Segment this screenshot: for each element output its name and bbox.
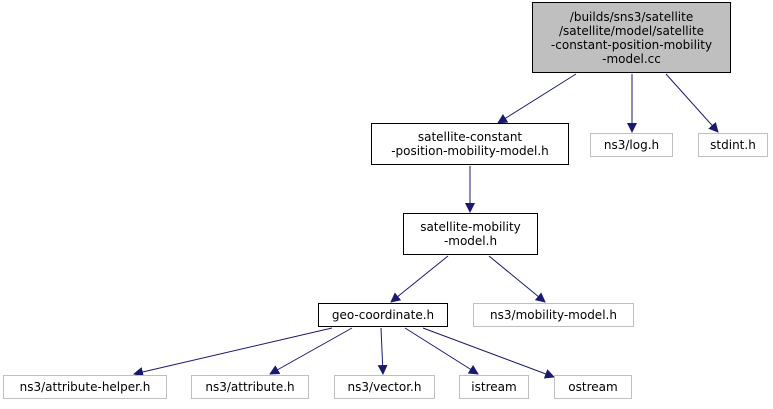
edge-geo-to-istream	[404, 327, 479, 375]
node-label-line: geo-coordinate.h	[331, 308, 435, 322]
node-label-line: -constant-position-mobility	[550, 37, 713, 52]
edge-root-to-stdint	[665, 73, 719, 133]
node-label-line: -model.h	[443, 234, 498, 248]
node-ns3-mobility-model-header: ns3/mobility-model.h	[473, 303, 634, 327]
node-geo-coordinate-header[interactable]: geo-coordinate.h	[318, 303, 448, 327]
edge-geo-to-attrhelper	[133, 327, 333, 377]
edge-geo-to-attr	[269, 327, 353, 375]
edge-root-to-constpos	[497, 73, 577, 124]
node-label-line: satellite-constant	[417, 130, 523, 144]
node-stdint-header: stdint.h	[698, 133, 768, 157]
node-ns3-attribute-header: ns3/attribute.h	[191, 375, 309, 399]
node-label-line: ns3/vector.h	[347, 380, 422, 394]
node-label-line: istream	[471, 380, 517, 394]
node-istream-header: istream	[459, 375, 529, 399]
node-label-line: stdint.h	[710, 138, 756, 152]
node-label-line: -model.cc	[602, 51, 661, 66]
node-label-line: /satellite/model/satellite	[558, 23, 705, 38]
node-label-line: /builds/sns3/satellite	[569, 9, 694, 24]
edge-geo-to-ostream	[422, 327, 555, 379]
node-ns3-log-header: ns3/log.h	[590, 133, 673, 157]
node-ns3-attribute-helper-header: ns3/attribute-helper.h	[3, 375, 167, 399]
node-label-line: -position-mobility-model.h	[391, 144, 549, 158]
edge-satmob-to-geo	[390, 255, 449, 303]
node-label-line: satellite-mobility	[420, 220, 521, 234]
edge-satmob-to-mobmodel	[488, 255, 546, 303]
node-satellite-constant-position-mobility-model-header[interactable]: satellite-constant-position-mobility-mod…	[371, 123, 569, 165]
node-label-line: ns3/mobility-model.h	[490, 308, 617, 322]
node-label-line: ns3/log.h	[603, 138, 660, 152]
node-ns3-vector-header: ns3/vector.h	[334, 375, 435, 399]
node-satellite-mobility-model-header[interactable]: satellite-mobility-model.h	[403, 213, 538, 255]
node-ostream-header: ostream	[554, 375, 632, 399]
node-label-line: ostream	[568, 380, 618, 394]
edge-geo-to-vector	[377, 327, 388, 375]
node-root-source-file[interactable]: /builds/sns3/satellite/satellite/model/s…	[532, 2, 731, 73]
node-label-line: ns3/attribute-helper.h	[19, 380, 151, 394]
node-label-line: ns3/attribute.h	[205, 380, 295, 394]
